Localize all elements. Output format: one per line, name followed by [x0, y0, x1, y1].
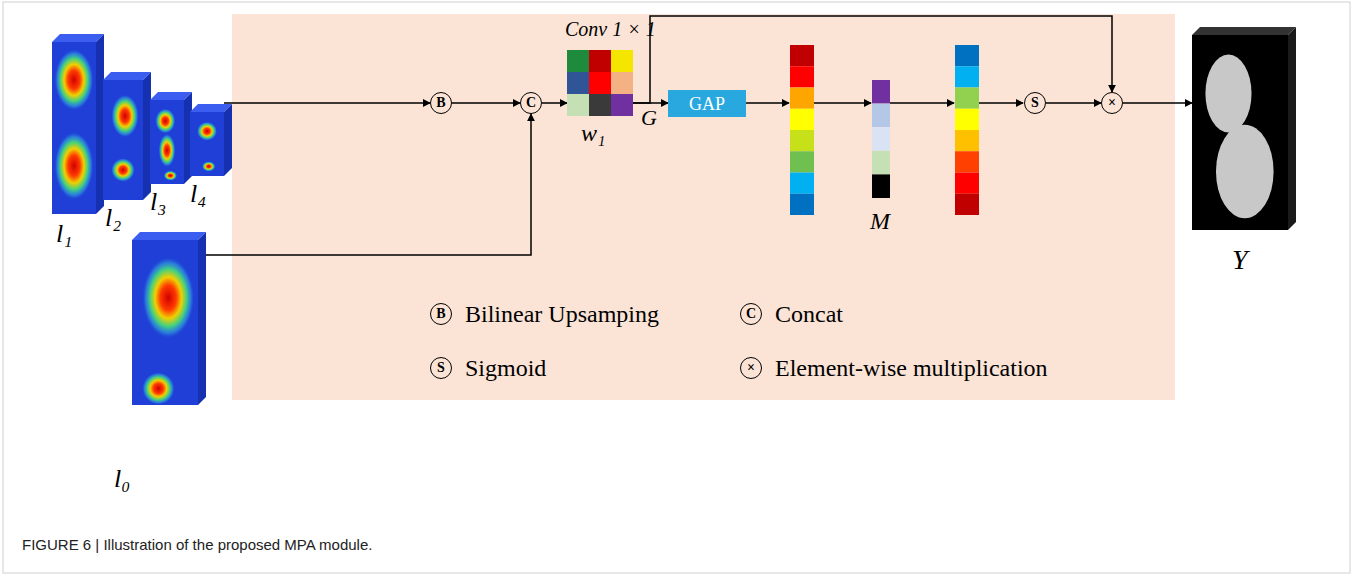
operator-symbol: S — [1031, 96, 1039, 110]
legend-symbol: S — [430, 357, 452, 379]
legend-text: Element-wise multiplication — [775, 356, 1048, 380]
legend-text: Concat — [775, 302, 843, 326]
map-illustration — [1192, 27, 1296, 230]
node-label: l₁ — [56, 220, 72, 249]
channel-bar: M — [872, 80, 890, 198]
node-label: l₂ — [105, 204, 121, 233]
map-illustration — [103, 72, 151, 200]
legend-symbol: C — [740, 303, 762, 325]
feature-map: l₃ — [150, 100, 184, 184]
node-label: l₄ — [190, 180, 206, 209]
flow-connector — [452, 102, 520, 104]
operator-circle: S — [1024, 92, 1046, 114]
conv-kernel: Conv 1 × 1w₁G — [567, 50, 633, 116]
figure-caption: FIGURE 6 | Illustration of the proposed … — [22, 536, 372, 553]
operator-symbol: B — [436, 96, 445, 110]
map-illustration — [190, 104, 232, 176]
node-label: w₁ — [581, 120, 605, 146]
box-label: GAP — [689, 95, 725, 113]
kernel-cells — [567, 50, 633, 116]
feature-map: l₁ — [52, 42, 96, 214]
legend-text: Sigmoid — [465, 356, 546, 380]
channel-bar — [955, 45, 979, 215]
gap-box: GAP — [668, 90, 746, 117]
module-panel — [232, 14, 1175, 400]
flow-connector — [1123, 102, 1192, 104]
node-label: Y — [1232, 245, 1248, 276]
feature-map: l₀ — [132, 240, 198, 405]
legend-text: Bilinear Upsamping — [465, 302, 659, 326]
flow-connector — [224, 102, 430, 104]
map-illustration — [52, 34, 104, 214]
node-label: l₃ — [150, 188, 166, 217]
channel-bar — [790, 45, 814, 215]
node-label: M — [870, 208, 890, 234]
operator-circle: × — [1101, 92, 1123, 114]
flow-connector — [198, 114, 531, 255]
figure-frame — [3, 2, 1350, 573]
operator-circle: C — [520, 92, 542, 114]
feature-map: l₂ — [103, 80, 143, 200]
operator-circle: B — [430, 92, 452, 114]
node-label: G — [641, 106, 657, 130]
node-label: Conv 1 × 1 — [565, 18, 656, 40]
flow-connector — [542, 102, 567, 104]
legend-symbol: B — [430, 303, 452, 325]
node-label: l₀ — [114, 465, 130, 494]
bar-cells — [872, 80, 890, 198]
map-illustration — [150, 92, 192, 184]
legend-symbol: × — [740, 357, 762, 379]
map-illustration — [132, 232, 206, 405]
flow-connector — [1046, 102, 1101, 104]
operator-symbol: C — [526, 96, 536, 110]
operator-symbol: × — [1108, 96, 1116, 110]
feature-map: l₄ — [190, 112, 224, 176]
output-map: Y — [1192, 35, 1288, 230]
